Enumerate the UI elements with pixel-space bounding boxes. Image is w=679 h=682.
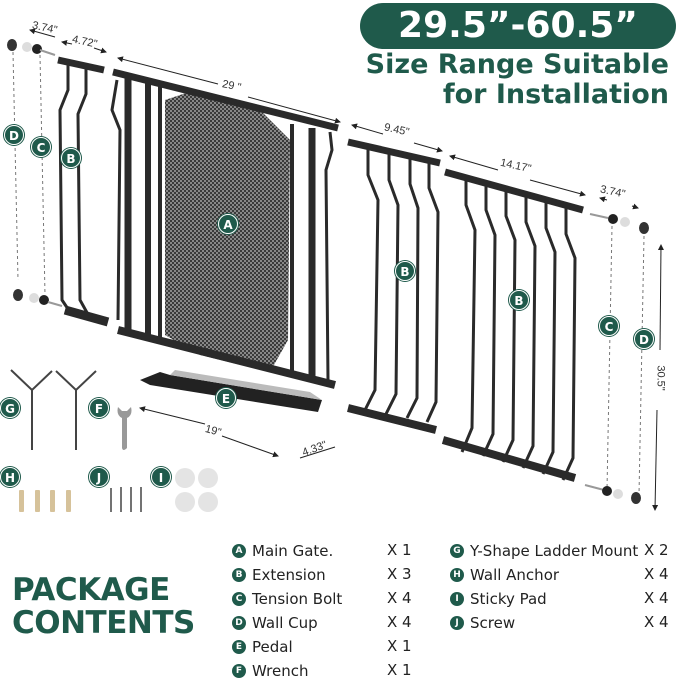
badge-c-right: C [599, 316, 619, 336]
badge-icon: B [232, 568, 246, 582]
item-qty: X 4 [644, 613, 669, 631]
badge-d-right: D [634, 329, 654, 349]
badge-icon: G [450, 544, 464, 558]
title-line-2: CONTENTS [12, 605, 195, 641]
badge-icon: J [450, 616, 464, 630]
item-qty: X 1 [387, 541, 412, 559]
item-name: Y-Shape Ladder Mount [470, 542, 639, 560]
badge-h: H [0, 467, 20, 487]
wall-anchors [19, 490, 71, 512]
list-item: A Main Gate. [232, 541, 333, 561]
badge-icon: A [232, 544, 246, 558]
badge-i: I [151, 467, 171, 487]
list-item: H Wall Anchor [450, 565, 559, 585]
badge-icon: F [232, 664, 246, 678]
left-hardware-top [7, 39, 56, 56]
item-name: Tension Bolt [252, 590, 343, 608]
package-contents-title: PACKAGE CONTENTS [12, 574, 195, 640]
badge-icon: D [232, 616, 246, 630]
subtitle-line-1: Size Range Suitable [365, 49, 669, 80]
subtitle-line-2: for Installation [442, 79, 669, 110]
item-name: Main Gate. [252, 542, 334, 560]
right-hardware-bottom [584, 484, 641, 504]
badge-icon: H [450, 568, 464, 582]
list-item: I Sticky Pad [450, 589, 547, 609]
right-hardware-top [589, 213, 649, 234]
list-item: J Screw [450, 613, 515, 633]
list-item: E Pedal [232, 637, 293, 657]
sticky-pads [175, 468, 218, 512]
list-item: C Tension Bolt [232, 589, 342, 609]
item-qty: X 2 [644, 541, 669, 559]
badge-b-mid: B [395, 261, 415, 281]
item-name: Wrench [252, 662, 309, 680]
item-name: Screw [470, 614, 516, 632]
item-name: Pedal [252, 638, 293, 656]
item-name: Wall Anchor [470, 566, 560, 584]
badge-icon: E [232, 640, 246, 654]
list-item: D Wall Cup [232, 613, 318, 633]
badge-f: F [89, 398, 109, 418]
badge-d-left: D [4, 125, 24, 145]
wrench [117, 407, 132, 450]
badge-e: E [216, 388, 236, 408]
item-qty: X 4 [387, 589, 412, 607]
size-range-banner: 29.5”-60.5” [360, 3, 676, 49]
screws [110, 487, 142, 512]
right-extension [441, 168, 584, 482]
badge-b-right: B [509, 290, 529, 310]
badge-icon: I [450, 592, 464, 606]
title-line-1: PACKAGE [12, 572, 170, 608]
middle-extension [347, 138, 441, 434]
y-shape-ladder-mounts [10, 369, 97, 450]
item-qty: X 4 [644, 565, 669, 583]
badge-j: J [89, 467, 109, 487]
badge-g: G [0, 398, 20, 418]
badge-icon: C [232, 592, 246, 606]
badge-b-left: B [61, 148, 81, 168]
list-item: B Extension [232, 565, 326, 585]
item-name: Sticky Pad [470, 590, 547, 608]
item-qty: X 1 [387, 661, 412, 679]
list-item: F Wrench [232, 661, 308, 681]
item-qty: X 4 [387, 613, 412, 631]
size-range-subtitle: Size Range Suitable for Installation [349, 50, 669, 110]
item-qty: X 3 [387, 565, 412, 583]
item-qty: X 1 [387, 637, 412, 655]
left-extension [57, 56, 110, 327]
badge-c-left: C [31, 137, 51, 157]
list-item: G Y-Shape Ladder Mount [450, 541, 638, 561]
item-name: Wall Cup [252, 614, 318, 632]
left-hardware-bottom [13, 289, 63, 307]
badge-a: A [218, 214, 238, 234]
item-qty: X 4 [644, 589, 669, 607]
item-name: Extension [252, 566, 326, 584]
dim-height: 30.5" [654, 365, 667, 391]
